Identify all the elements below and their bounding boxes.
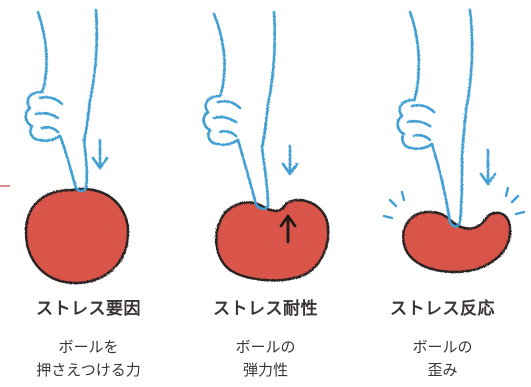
ball-dented bbox=[216, 200, 328, 280]
description-line: ボールの bbox=[354, 336, 531, 359]
panel-2-drawing bbox=[204, 12, 328, 280]
panel-stress-cause: ストレス要因 ボールを 押さえつける力 bbox=[0, 298, 177, 382]
stress-ball-illustration bbox=[0, 0, 531, 290]
description-line: 押さえつける力 bbox=[0, 359, 177, 382]
panel-3-drawing bbox=[384, 10, 524, 272]
description-line: 弾力性 bbox=[177, 359, 354, 382]
panel-title: ストレス耐性 bbox=[177, 298, 354, 320]
ball-squashed bbox=[403, 212, 510, 272]
hand-icon bbox=[398, 10, 495, 227]
panel-stress-response: ストレス反応 ボールの 歪み bbox=[354, 298, 531, 382]
panel-description: ボールの 弾力性 bbox=[177, 336, 354, 382]
description-line: ボールの bbox=[177, 336, 354, 359]
ball-round bbox=[26, 189, 128, 283]
description-line: 歪み bbox=[354, 359, 531, 382]
hand-icon bbox=[204, 12, 297, 209]
panel-description: ボールの 歪み bbox=[354, 336, 531, 382]
description-line: ボールを bbox=[0, 336, 177, 359]
panel-description: ボールを 押さえつける力 bbox=[0, 336, 177, 382]
hand-icon bbox=[26, 10, 107, 191]
panel-1-drawing bbox=[26, 10, 128, 283]
panel-title: ストレス反応 bbox=[354, 298, 531, 320]
panel-title: ストレス要因 bbox=[0, 298, 177, 320]
panel-stress-tolerance: ストレス耐性 ボールの 弾力性 bbox=[177, 298, 354, 382]
